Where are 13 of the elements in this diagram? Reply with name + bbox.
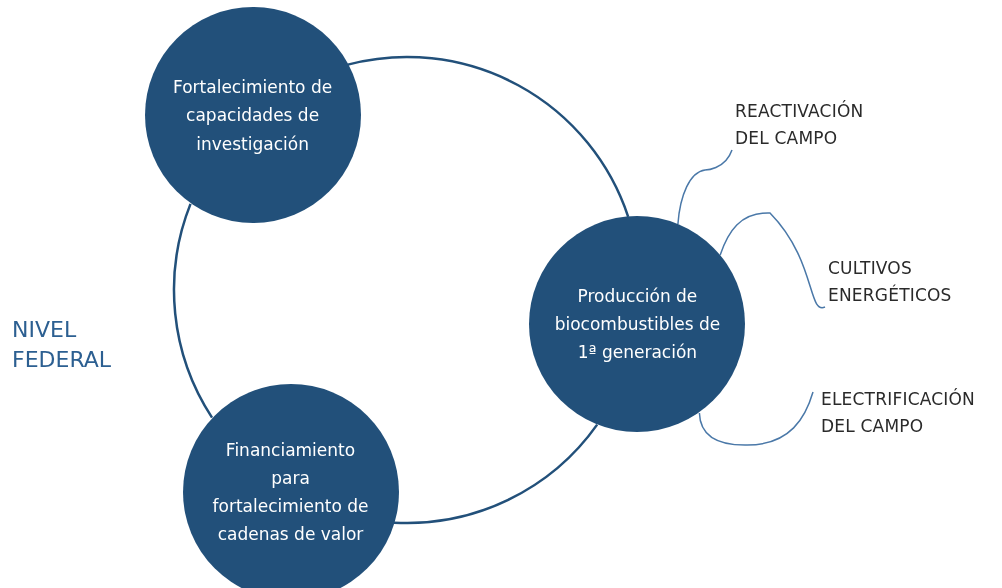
leader-line — [719, 212, 826, 309]
ring-arc — [394, 423, 599, 524]
circle-text: Financiamiento para fortalecimiento de cadenas de valor — [211, 438, 370, 546]
circle-text: Producción de biocombustibles de 1ª generación — [553, 285, 722, 365]
callout-text: CULTIVOS ENERGÉTICOS — [828, 257, 953, 308]
ring-arc — [347, 55, 630, 218]
leader-line — [698, 391, 814, 446]
ring-arc — [172, 203, 214, 419]
level-label: NIVEL FEDERAL — [12, 316, 113, 374]
callout-text: REACTIVACIÓN DEL CAMPO — [735, 99, 865, 151]
circle-text: Fortalecimiento de capacidades de investigación — [172, 76, 334, 156]
leader-line — [677, 149, 733, 226]
callout-text: ELECTRIFICACIÓN DEL CAMPO — [821, 387, 976, 439]
